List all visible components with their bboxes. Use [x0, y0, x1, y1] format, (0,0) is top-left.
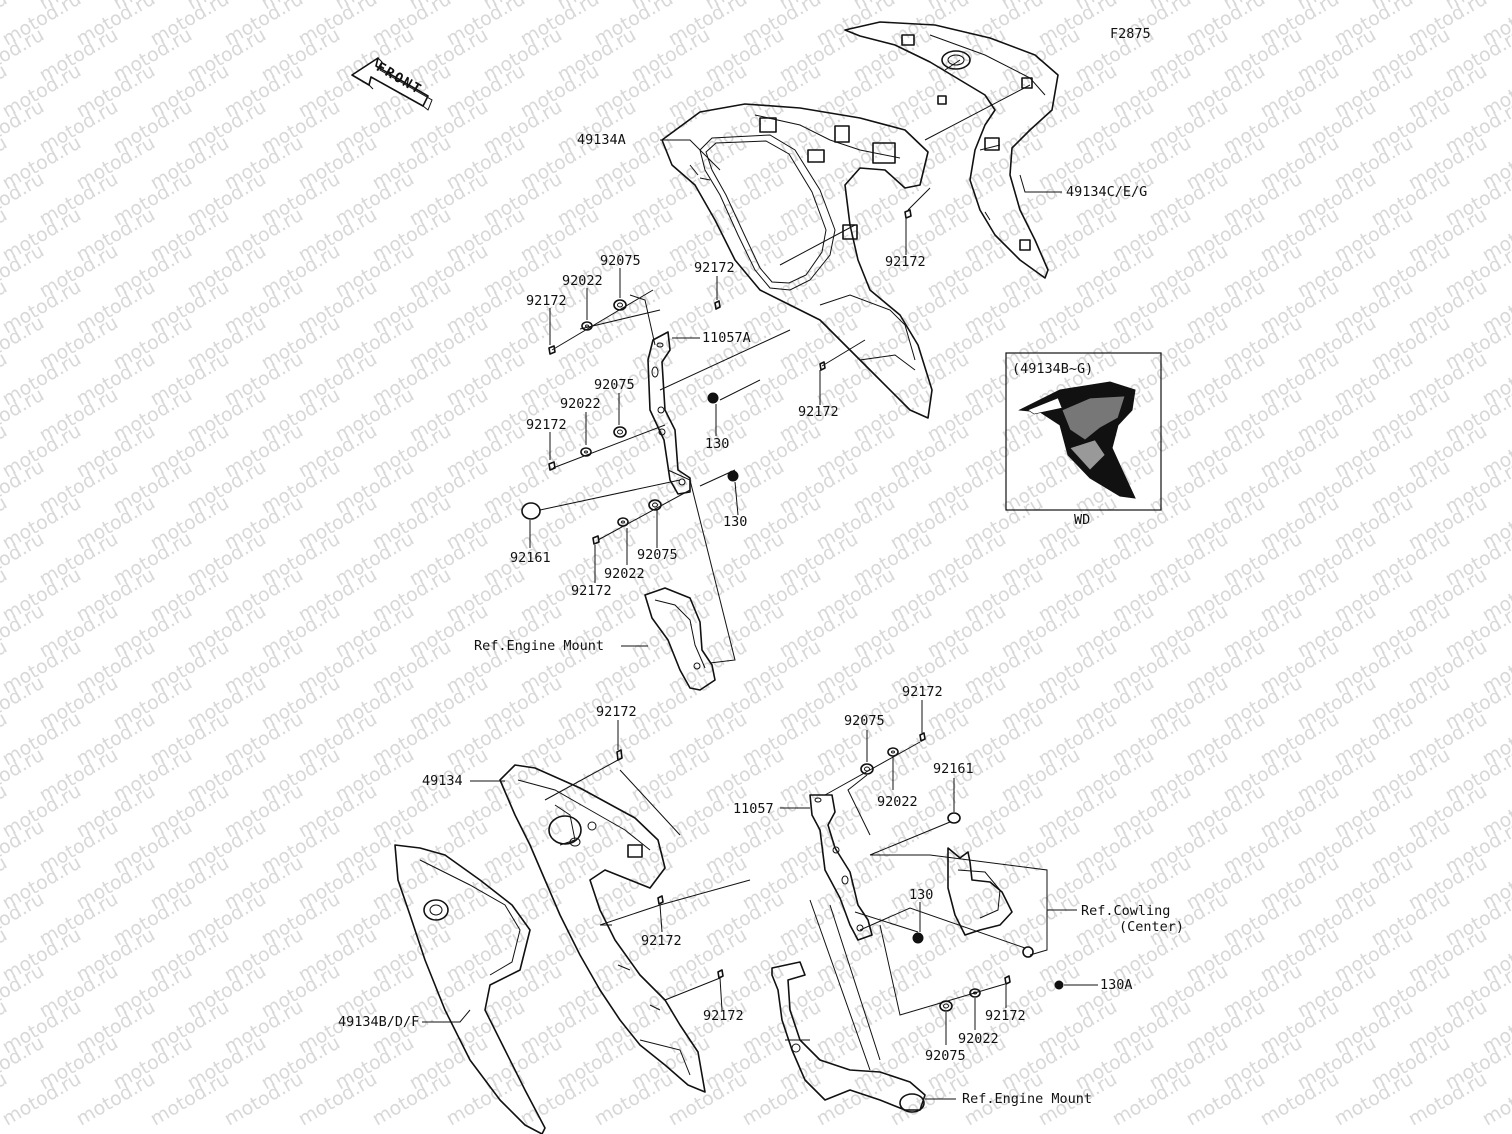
label-92172-i: 92172 — [641, 933, 682, 949]
label-92172-k: 92172 — [985, 1008, 1026, 1024]
label-130-a: 130 — [705, 436, 729, 452]
label-130-c: 130 — [909, 887, 933, 903]
label-11057: 11057 — [733, 801, 774, 817]
label-11057A: 11057A — [702, 330, 751, 346]
label-92172-c: 92172 — [885, 254, 926, 270]
figure-id: F2875 — [1110, 26, 1151, 42]
label-92172-b: 92172 — [694, 260, 735, 276]
label-92022-a: 92022 — [562, 273, 603, 289]
label-92022-e: 92022 — [958, 1031, 999, 1047]
ref-cowling-line1: Ref.Cowling — [1081, 903, 1170, 919]
label-92161-a: 92161 — [510, 550, 551, 566]
label-92022-d: 92022 — [877, 794, 918, 810]
label-92022-c: 92022 — [604, 566, 645, 582]
label-130-b: 130 — [723, 514, 747, 530]
label-92172-h: 92172 — [902, 684, 943, 700]
inset-caption: WD — [1074, 512, 1090, 528]
label-92075-a: 92075 — [600, 253, 641, 269]
label-92075-c: 92075 — [637, 547, 678, 563]
label-49134: 49134 — [422, 773, 463, 789]
label-92172-e: 92172 — [798, 404, 839, 420]
label-92075-b: 92075 — [594, 377, 635, 393]
label-92172-j: 92172 — [703, 1008, 744, 1024]
label-92172-f: 92172 — [571, 583, 612, 599]
label-49134BDF: 49134B/D/F — [338, 1014, 419, 1030]
label-92022-b: 92022 — [560, 396, 601, 412]
inset-header: (49134B~G) — [1012, 361, 1093, 377]
label-92172-g: 92172 — [596, 704, 637, 720]
ref-engine-mount-lower: Ref.Engine Mount — [962, 1091, 1092, 1107]
ref-cowling-line2: (Center) — [1119, 919, 1184, 935]
label-92172-d: 92172 — [526, 417, 567, 433]
label-92075-e: 92075 — [925, 1048, 966, 1064]
label-130A: 130A — [1100, 977, 1133, 993]
label-92172-a: 92172 — [526, 293, 567, 309]
label-92161-b: 92161 — [933, 761, 974, 777]
label-49134A: 49134A — [577, 132, 626, 148]
label-49134CEG: 49134C/E/G — [1066, 184, 1147, 200]
ref-engine-mount-upper: Ref.Engine Mount — [474, 638, 604, 654]
label-92075-d: 92075 — [844, 713, 885, 729]
